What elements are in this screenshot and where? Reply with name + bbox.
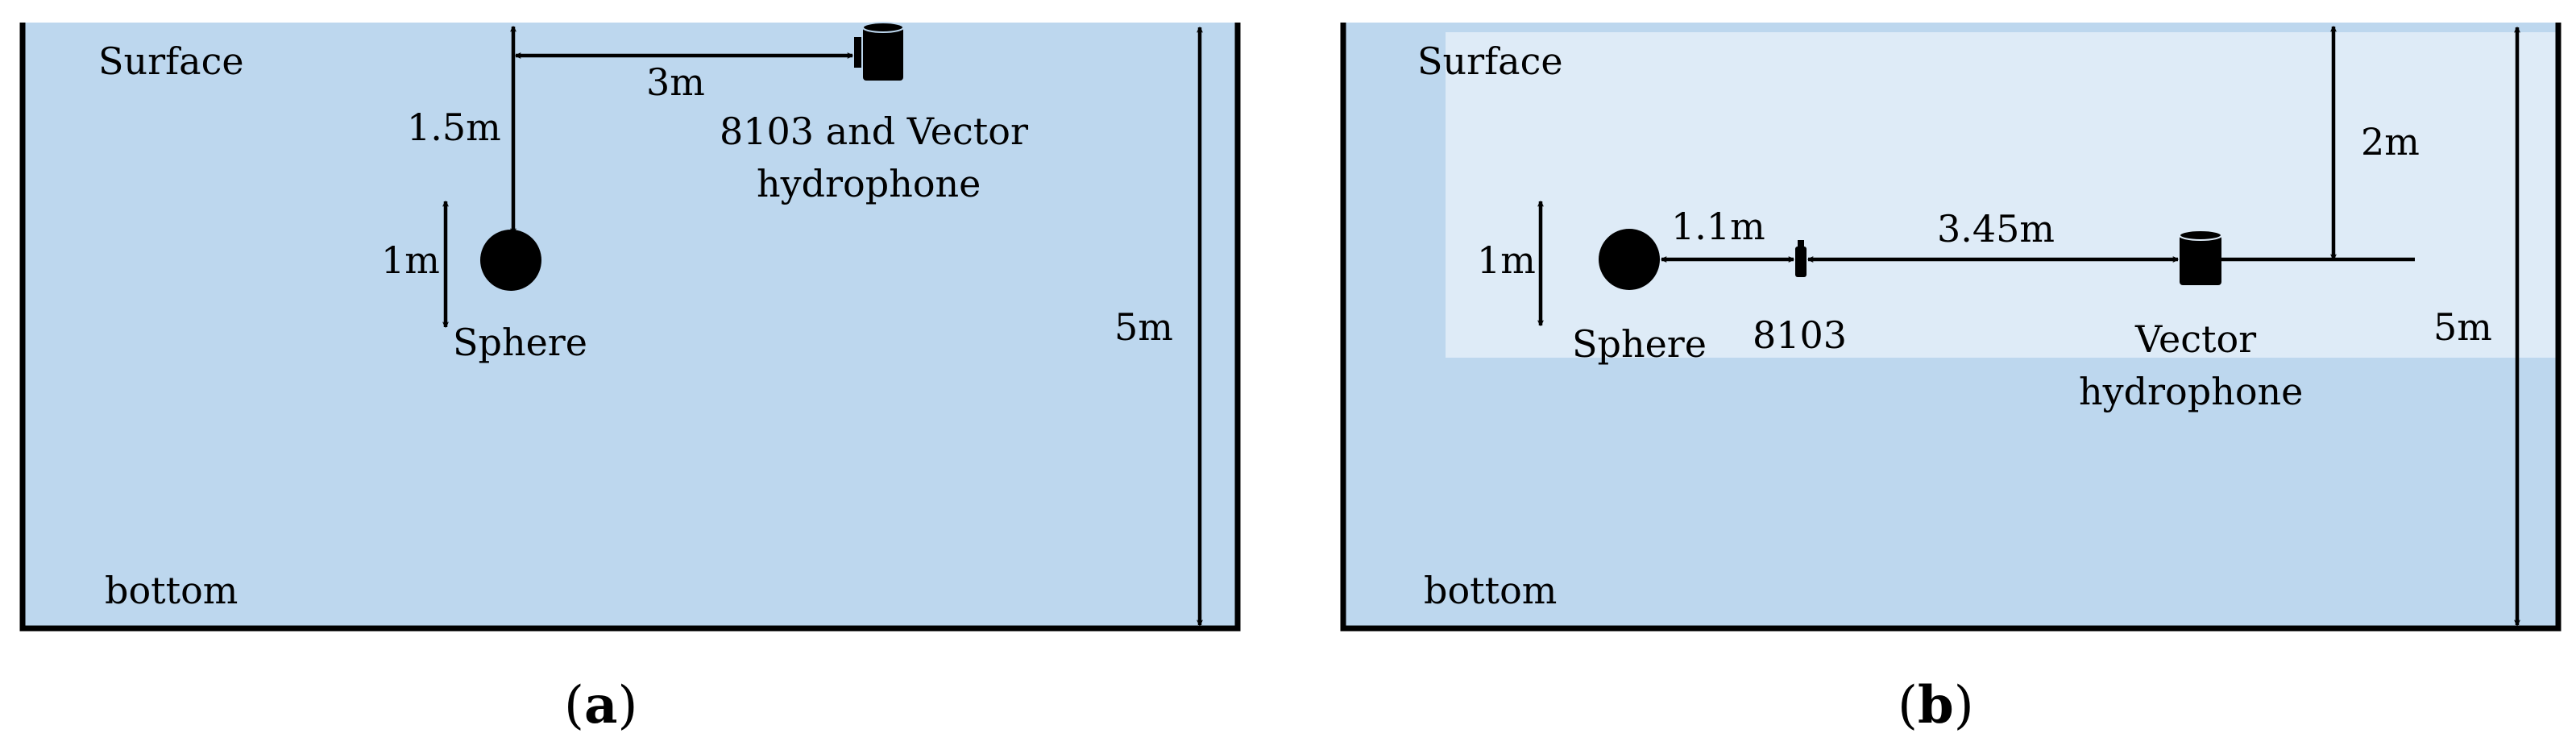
tank-walls-b xyxy=(1340,23,2561,632)
panel-b: Surface bottom 1m Sphere 1.1m 8103 3.45m… xyxy=(1340,23,2561,735)
surface-label-a: Surface xyxy=(98,39,244,83)
caption-b: (b) xyxy=(1898,675,1974,735)
vector-label-line2: hydrophone xyxy=(2079,370,2303,413)
tank-depth-label-a: 5m xyxy=(1114,305,1173,349)
sphere-icon-a xyxy=(480,230,541,291)
vector-hydrophone-icon xyxy=(2179,230,2222,285)
label-8103-to-vector: 3.45m xyxy=(1937,207,2055,251)
tank-depth-label-b: 5m xyxy=(2433,305,2492,349)
sphere-label-b: Sphere xyxy=(1572,322,1707,366)
tank-walls-a xyxy=(19,23,1241,632)
label-8103: 8103 xyxy=(1753,313,1847,357)
sphere-icon-b xyxy=(1599,229,1660,290)
caption-a: (a) xyxy=(564,675,637,735)
depth-label-a: 1.5m xyxy=(407,106,501,149)
bottom-label-b: bottom xyxy=(1424,569,1557,612)
hydrophone-label-line1-a: 8103 and Vector xyxy=(720,110,1028,153)
surface-label-b: Surface xyxy=(1417,39,1563,83)
panel-a: Surface bottom 1.5m 3m 8103 and Vector h… xyxy=(19,22,1241,735)
upper-layer-b xyxy=(1446,32,2558,358)
sphere-label-a: Sphere xyxy=(453,321,587,364)
tank-water-a xyxy=(23,23,1238,628)
sphere-size-label-b: 1m xyxy=(1477,238,1536,282)
hydrophone-label-line2-a: hydrophone xyxy=(757,162,981,205)
bottom-label-a: bottom xyxy=(105,569,238,612)
hydrophone-8103-icon xyxy=(1795,240,1807,277)
sphere-size-label-a: 1m xyxy=(381,238,440,282)
horizontal-label-a: 3m xyxy=(646,60,705,104)
hydrophone-icon xyxy=(854,22,904,81)
vector-label-line1: Vector xyxy=(2134,317,2256,361)
label-sphere-to-8103: 1.1m xyxy=(1671,205,1765,248)
depth-label-b: 2m xyxy=(2361,120,2420,164)
